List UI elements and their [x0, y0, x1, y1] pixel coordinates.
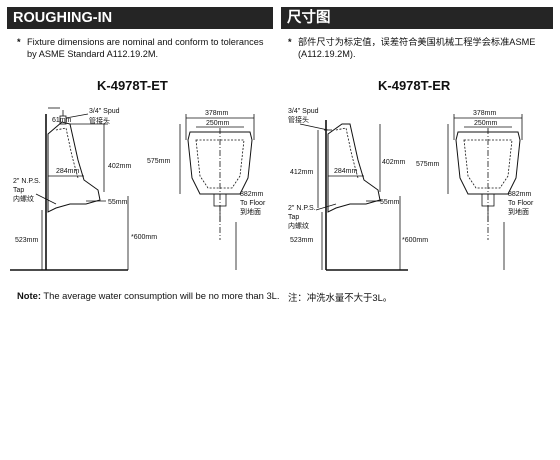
dim-523-label: 523mm	[290, 237, 314, 244]
dim-378-label: 378mm	[205, 110, 229, 117]
urinal-side-body	[47, 121, 101, 213]
urinal-front-bowl	[463, 139, 513, 189]
roughing-in-header-cn: 尺寸图	[281, 7, 553, 29]
roughing-diagram-left: 61mm 3/4" Spud 管接头 402mm 284mm 2" N.P.S.…	[10, 107, 266, 271]
urinal-front-bowl	[195, 139, 245, 189]
dim-600-label: *600mm	[131, 234, 157, 241]
dim-575-label: 575mm	[416, 161, 440, 168]
model-left: K-4978T-ET	[97, 78, 168, 93]
note-cn-line2: (A112.19.2M).	[298, 49, 356, 59]
urinal-front-body	[455, 131, 521, 195]
dim-412-label: 412mm	[290, 169, 314, 176]
footer-note-cn: 注：冲洗水量不大于3L。	[288, 292, 393, 303]
urinal-front-body	[187, 131, 253, 195]
dim-882-label: 882mm	[240, 191, 264, 198]
note-label: Note:	[17, 290, 41, 301]
spud-label: 3/4" Spud	[89, 108, 120, 115]
note-en: * Fixture dimensions are nominal and conf…	[17, 36, 263, 60]
to-floor-cn: 到地面	[508, 207, 529, 216]
dim-402-label: 402mm	[108, 163, 132, 170]
footer-note-en: Note: The average water consumption will…	[17, 290, 279, 301]
dim-575-label: 575mm	[147, 158, 171, 165]
tap-label-cn: 内螺纹	[13, 194, 34, 203]
spud-label-cn: 管接头	[89, 116, 110, 125]
dim-378-label: 378mm	[473, 110, 497, 117]
spud-label-cn: 管接头	[288, 115, 309, 124]
spud-leader	[65, 113, 89, 119]
note-cn-line1: 部件尺寸为标定值，误差符合美国机械工程学会标准ASME	[298, 37, 536, 47]
dim-600-label: *600mm	[402, 237, 428, 244]
tap-leader	[315, 203, 337, 211]
dim-402-label: 402mm	[382, 159, 406, 166]
roughing-diagram-right: 3/4" Spud 管接头 412mm 402mm 284mm 2" N.P.S…	[288, 108, 534, 271]
note-text: The average water consumption will be no…	[43, 290, 280, 301]
to-floor-cn: 到地面	[240, 207, 261, 216]
dim-61-label: 61mm	[52, 117, 72, 124]
spud-leader	[299, 123, 329, 131]
dim-284-label: 284mm	[56, 168, 80, 175]
urinal-inner-line	[335, 127, 359, 179]
tap-label-cn: 内螺纹	[288, 221, 309, 230]
model-right: K-4978T-ER	[378, 78, 451, 93]
note-cn: * 部件尺寸为标定值，误差符合美国机械工程学会标准ASME (A112.19.2M…	[288, 36, 535, 60]
dim-523-label: 523mm	[15, 237, 39, 244]
dim-284-label: 284mm	[334, 168, 358, 175]
note-bullet-cn: *	[288, 37, 292, 47]
tap-label-2: Tap	[13, 187, 24, 194]
tap-label-1: 2" N.P.S.	[288, 205, 316, 212]
note-en-line1: Fixture dimensions are nominal and confo…	[27, 37, 264, 47]
dim-882-label: 882mm	[508, 191, 532, 198]
dim-55-label: 55mm	[380, 199, 400, 206]
tap-label-1: 2" N.P.S.	[13, 178, 41, 185]
note-bullet: *	[17, 37, 21, 47]
dim-55-label: 55mm	[108, 199, 128, 206]
dim-250-label: 250mm	[206, 120, 230, 127]
to-floor-label: To Floor	[240, 200, 266, 207]
dim-250-label: 250mm	[474, 120, 498, 127]
to-floor-label: To Floor	[508, 200, 534, 207]
urinal-inner-line	[55, 127, 79, 179]
urinal-side-body	[327, 123, 381, 213]
tap-label-2: Tap	[288, 214, 299, 221]
roughing-in-header: ROUGHING-IN	[7, 7, 273, 29]
spud-label: 3/4" Spud	[288, 108, 319, 115]
note-en-line2: by ASME Standard A112.19.2M.	[27, 49, 159, 59]
tap-leader	[35, 193, 57, 205]
